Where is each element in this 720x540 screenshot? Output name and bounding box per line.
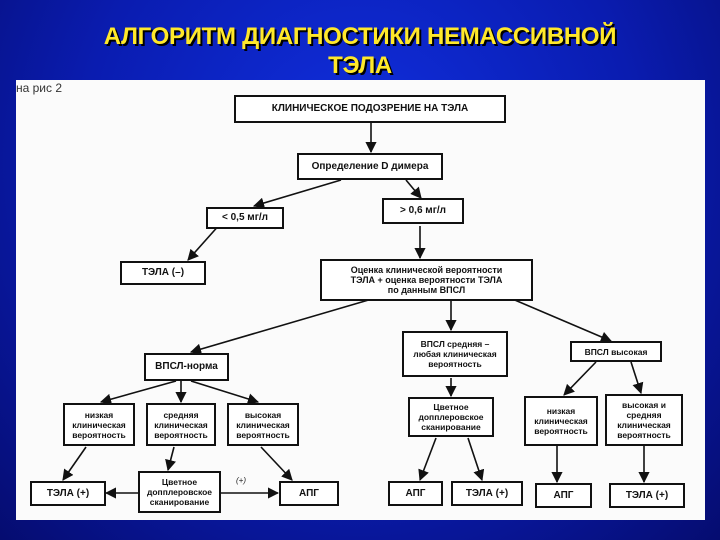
edge-dopplermid-tela-pos xyxy=(467,437,485,482)
edge-low-tela-pos xyxy=(62,446,87,481)
slide-title: АЛГОРИТМ ДИАГНОСТИКИ НЕМАССИВНОЙ ТЭЛА xyxy=(0,22,720,80)
edge-vpslhigh-midhigh xyxy=(630,361,644,395)
edge-mid-doppler xyxy=(165,446,176,472)
slide-title-line-2: ТЭЛА xyxy=(328,52,392,79)
node-apg-3: АПГ xyxy=(535,483,592,508)
edge-ddimer-low xyxy=(252,179,342,209)
flowchart-connectors xyxy=(62,123,650,499)
node-high-medium-high-probability: высокая и средняя клиническая вероятност… xyxy=(605,394,683,446)
node-vpsl-normal: ВПСЛ-норма xyxy=(144,353,229,381)
flowchart-panel: на рис 2 xyxy=(16,80,705,520)
edge-dopplermid-apg xyxy=(418,437,437,482)
slide-title-line-1: АЛГОРИТМ ДИАГНОСТИКИ НЕМАССИВНОЙ xyxy=(103,23,617,50)
node-clinical-suspicion: КЛИНИЧЕСКОЕ ПОДОЗРЕНИЕ НА ТЭЛА xyxy=(234,95,506,123)
node-d-dimer: Определение D димера xyxy=(297,153,443,180)
figure-caption: на рис 2 xyxy=(16,81,63,95)
node-d-dimer-high: > 0,6 мг/л xyxy=(382,198,464,224)
node-norm-medium-probability: средняя клиническая вероятность xyxy=(146,403,216,446)
node-vpsl-medium: ВПСЛ средняя – любая клиническая вероятн… xyxy=(402,331,508,377)
node-doppler-medium: Цветное допплеровское сканирование xyxy=(408,397,494,437)
node-doppler-bottom: Цветное допплеровское сканирование xyxy=(138,471,221,513)
node-tela-positive-2: ТЭЛА (+) xyxy=(451,481,523,506)
node-tela-positive-3: ТЭЛА (+) xyxy=(609,483,685,508)
node-clinical-probability: Оценка клинической вероятности ТЭЛА + оц… xyxy=(320,259,533,301)
node-high-low-probability: низкая клиническая вероятность xyxy=(524,396,598,446)
edge-high-apg xyxy=(260,446,293,481)
edge-ddimer-high xyxy=(405,179,422,199)
edge-clinical-vpsl-norm xyxy=(189,291,397,355)
annotation-note: (+) xyxy=(236,476,246,485)
node-apg-1: АПГ xyxy=(279,481,339,506)
node-tela-negative: ТЭЛА (–) xyxy=(120,261,206,285)
node-apg-2: АПГ xyxy=(388,481,443,506)
edge-norm-low xyxy=(99,380,177,405)
edge-norm-high xyxy=(190,380,260,405)
node-d-dimer-low: < 0,5 мг/л xyxy=(206,207,284,229)
node-norm-low-probability: низкая клиническая вероятность xyxy=(63,403,135,446)
node-tela-positive-1: ТЭЛА (+) xyxy=(30,481,106,506)
edge-vpslhigh-low xyxy=(563,361,597,396)
node-norm-high-probability: высокая клиническая вероятность xyxy=(227,403,299,446)
node-vpsl-high: ВПСЛ высокая xyxy=(570,341,662,362)
edge-low-tela-neg xyxy=(187,222,222,261)
